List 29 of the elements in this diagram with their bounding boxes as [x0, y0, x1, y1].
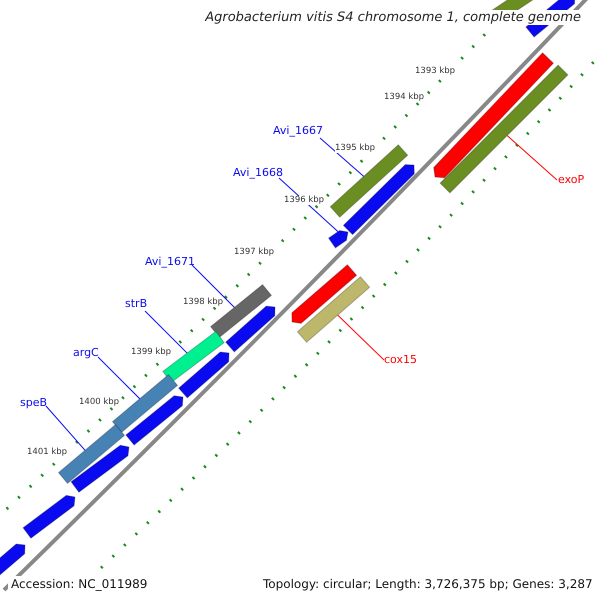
tick-label: 1394 kbp	[384, 93, 424, 102]
leader-line	[506, 135, 558, 180]
leader-line	[192, 264, 235, 308]
tick-label: 1393 kbp	[415, 67, 456, 76]
gene-label: exoP	[558, 174, 584, 185]
tick-label: 1396 kbp	[284, 196, 324, 204]
gene-feature	[342, 164, 415, 236]
tick-label: 1399 kbp	[131, 348, 172, 356]
gene-label: Avi_1667	[273, 125, 323, 136]
tick-label: 1400 kbp	[79, 398, 120, 406]
gene-feature	[330, 144, 408, 218]
gene-label: argC	[73, 347, 99, 358]
gene-label: Avi_1671	[145, 256, 195, 267]
leader-line	[144, 310, 188, 354]
gene-feature	[296, 276, 370, 343]
tick-label: 1395 kbp	[335, 144, 376, 152]
leader-line	[98, 356, 140, 400]
gene-label: cox15	[384, 354, 417, 365]
leader-line	[46, 406, 86, 451]
gene-label: speB	[20, 397, 48, 408]
gene-label: strB	[125, 298, 148, 309]
tick-label: 1398 kbp	[183, 298, 224, 306]
tick-label: 1401 kbp	[27, 448, 68, 456]
gene-feature	[328, 230, 349, 249]
leader-line	[337, 314, 384, 360]
gene-feature	[210, 284, 272, 338]
leader-line	[320, 138, 364, 177]
tick-label: 1397 kbp	[234, 248, 274, 256]
gene-label: Avi_1668	[233, 167, 283, 178]
